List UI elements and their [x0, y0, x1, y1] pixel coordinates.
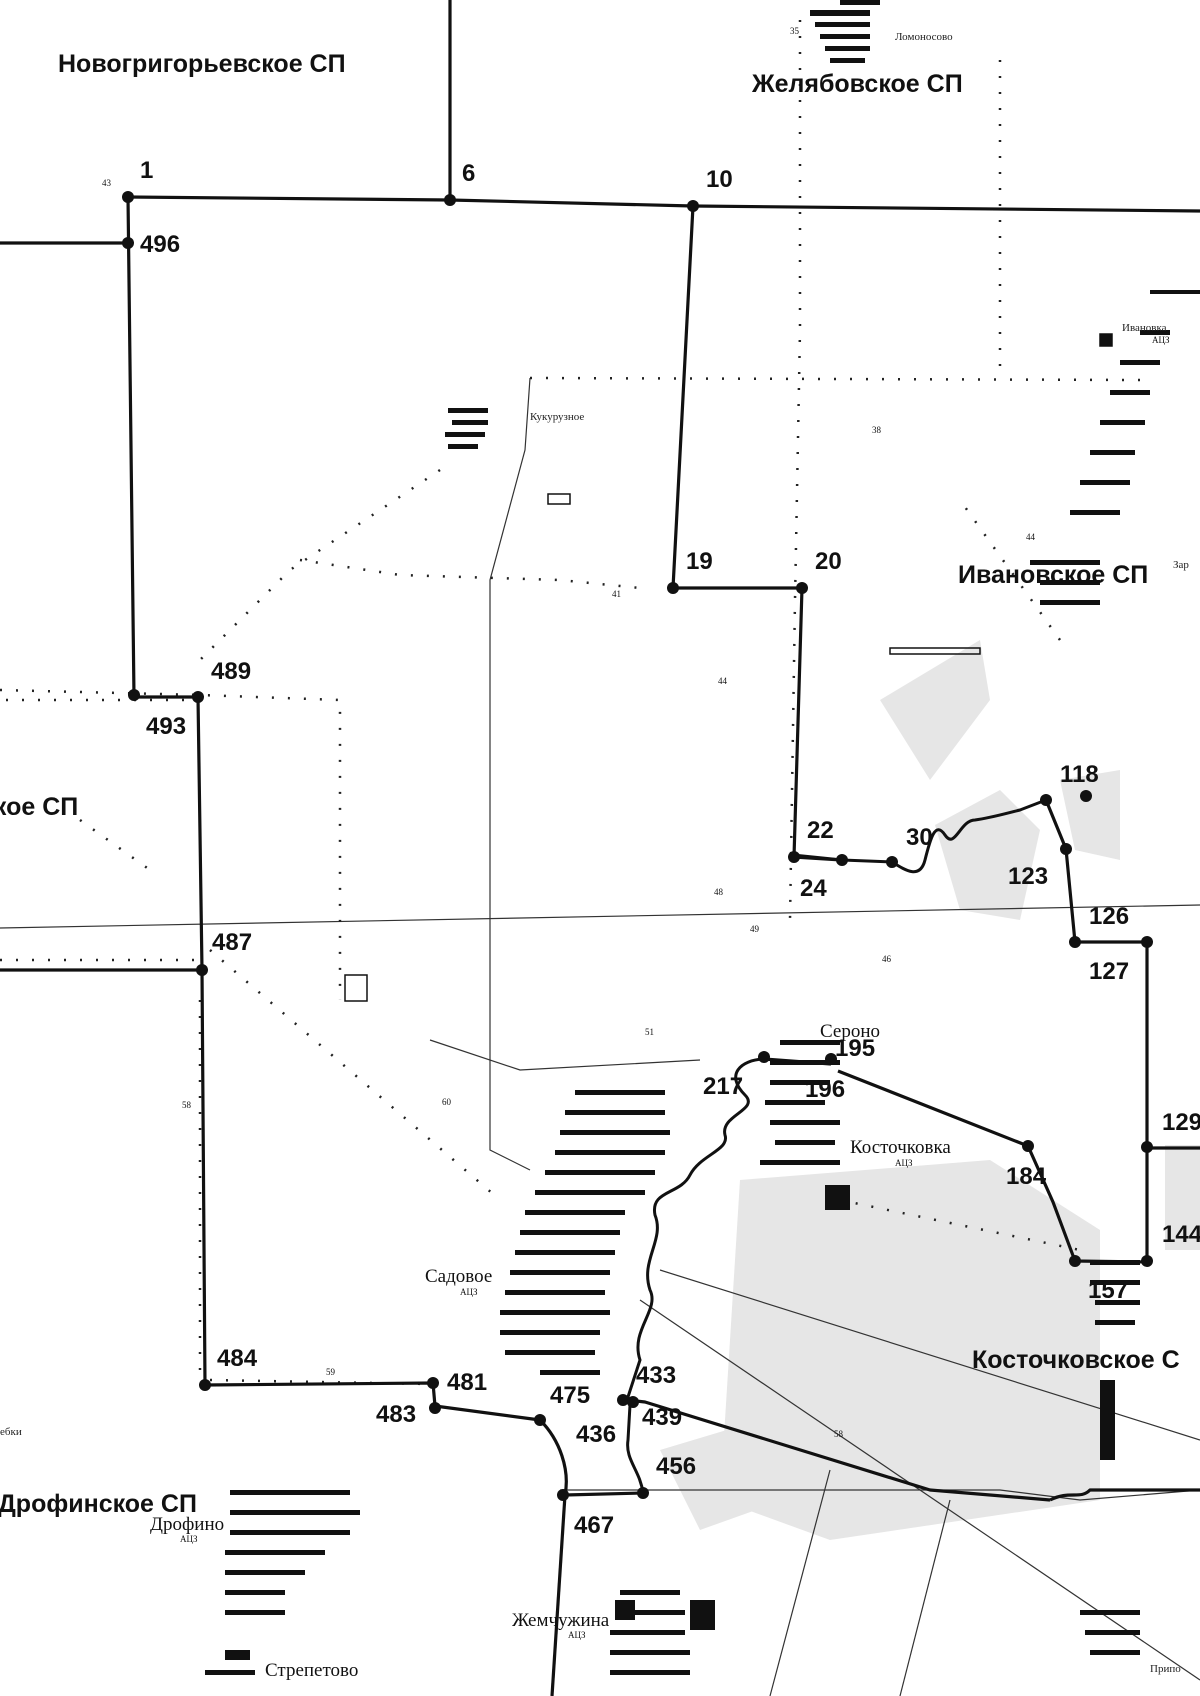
vertex-label-481: 481 — [447, 1369, 487, 1396]
vertex-label-10: 10 — [706, 166, 733, 193]
vertex-label-483: 483 — [376, 1401, 416, 1428]
vertex-label-127: 127 — [1089, 958, 1129, 985]
vertex-label-157: 157 — [1088, 1277, 1128, 1304]
vertex-label-20: 20 — [815, 548, 842, 575]
elevation-mark: 59 — [326, 1367, 336, 1377]
settlement-label-ivanovka: Ивановка — [1122, 322, 1167, 334]
vertex-markers — [122, 191, 1153, 1501]
settlement-sub-kostochkovka: АЦЗ — [895, 1158, 913, 1168]
vertex-label-496: 496 — [140, 231, 180, 258]
vertex-label-489: 489 — [211, 658, 251, 685]
vertex-label-475: 475 — [550, 1382, 590, 1409]
settlement-label-lebki: ебки — [0, 1426, 22, 1438]
region-label-drofinskoe: Дрофинское СП — [0, 1490, 197, 1518]
vertex-label-126: 126 — [1089, 903, 1129, 930]
vertex-label-6: 6 — [462, 160, 475, 187]
settlement-label-kostochkovka: Косточковка — [850, 1137, 951, 1158]
vertex-label-22: 22 — [807, 817, 834, 844]
settlement-label-kukuruznoe: Кукурузное — [530, 411, 584, 423]
settlement-label-serono: Сероно — [820, 1021, 880, 1042]
vertex-label-456: 456 — [656, 1453, 696, 1480]
vertex-label-493: 493 — [146, 713, 186, 740]
vertex-label-19: 19 — [686, 548, 713, 575]
river-boundaries — [625, 798, 1047, 1494]
settlement-sub-ivanovka: АЦЗ — [1152, 335, 1170, 345]
region-label-zhelyabovskoe: Желябовское СП — [751, 70, 963, 98]
region-label-kostochkovskoe: Косточковское С — [972, 1346, 1180, 1374]
settlement-label-zhemchuzhina: Жемчужина — [512, 1610, 610, 1631]
elevation-mark: 58 — [182, 1100, 192, 1110]
elevation-mark: 43 — [102, 178, 112, 188]
region-label-ivanovskoe: Ивановское СП — [958, 561, 1148, 589]
elevation-mark: 48 — [714, 887, 724, 897]
settlement-sub-sadovoe: АЦЗ — [460, 1287, 478, 1297]
elevation-mark: 41 — [612, 589, 621, 599]
vertex-label-195: 195 — [835, 1035, 875, 1062]
map-symbols — [344, 333, 1113, 1002]
elevation-mark: 51 — [645, 1027, 654, 1037]
vertex-label-144: 144 — [1162, 1221, 1200, 1248]
settlement-label-lomonosovo: Ломоносово — [895, 31, 953, 43]
settlement-label-zarechnoe: Зар — [1173, 559, 1189, 571]
vertex-label-30: 30 — [906, 824, 933, 851]
region-label-novogrigorievskoe: Новогригорьевское СП — [58, 50, 346, 78]
vertex-label-118: 118 — [1060, 761, 1099, 788]
vertex-label-129: 129 — [1162, 1109, 1200, 1136]
elevation-mark: 58 — [834, 1429, 844, 1439]
region-label-left: ское СП — [0, 793, 78, 821]
elevation-mark: 46 — [882, 954, 892, 964]
settlement-label-strepetovo: Стрепетово — [265, 1660, 358, 1681]
elevation-mark: 44 — [1026, 532, 1036, 542]
settlement-label-drofino: Дрофино — [150, 1514, 224, 1535]
field-areas — [660, 640, 1200, 1540]
dotted-lines — [0, 20, 1141, 1386]
vertex-label-467: 467 — [574, 1512, 614, 1539]
vertex-label-436: 436 — [576, 1421, 616, 1448]
elevation-mark: 35 — [790, 26, 800, 36]
vertex-label-484: 484 — [217, 1345, 258, 1372]
vertex-label-1: 1 — [140, 157, 153, 184]
settlement-sub-drofino: АЦЗ — [180, 1534, 198, 1544]
vertex-label-439: 439 — [642, 1404, 682, 1431]
elevation-mark: 60 — [442, 1097, 452, 1107]
vertex-label-196: 196 — [805, 1076, 845, 1103]
settlement-label-sadovoe: Садовое — [425, 1266, 492, 1287]
elevation-mark: 49 — [750, 924, 760, 934]
settlement-label-pripolnoe: Припо — [1150, 1663, 1181, 1675]
elevation-mark: 44 — [718, 676, 728, 686]
vertex-label-123: 123 — [1008, 863, 1048, 890]
vertex-label-487: 487 — [212, 929, 252, 956]
vertex-label-24: 24 — [800, 875, 827, 902]
elevation-mark: 38 — [872, 425, 882, 435]
vertex-label-184: 184 — [1006, 1163, 1047, 1190]
vertex-label-433: 433 — [636, 1362, 676, 1389]
vertex-label-217: 217 — [703, 1073, 743, 1100]
settlement-sub-zhemchuzhina: АЦЗ — [568, 1630, 586, 1640]
